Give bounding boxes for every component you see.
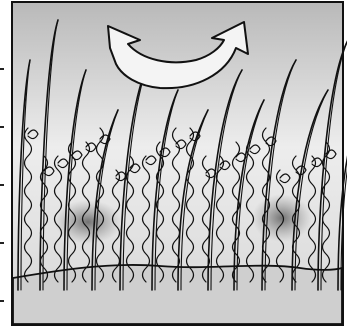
tick-mark: [0, 126, 4, 128]
tick-mark: [0, 300, 4, 302]
tick-mark: [0, 184, 4, 186]
shadow-right: [252, 194, 312, 242]
tick-mark: [0, 68, 4, 70]
tick-mark: [0, 242, 4, 244]
